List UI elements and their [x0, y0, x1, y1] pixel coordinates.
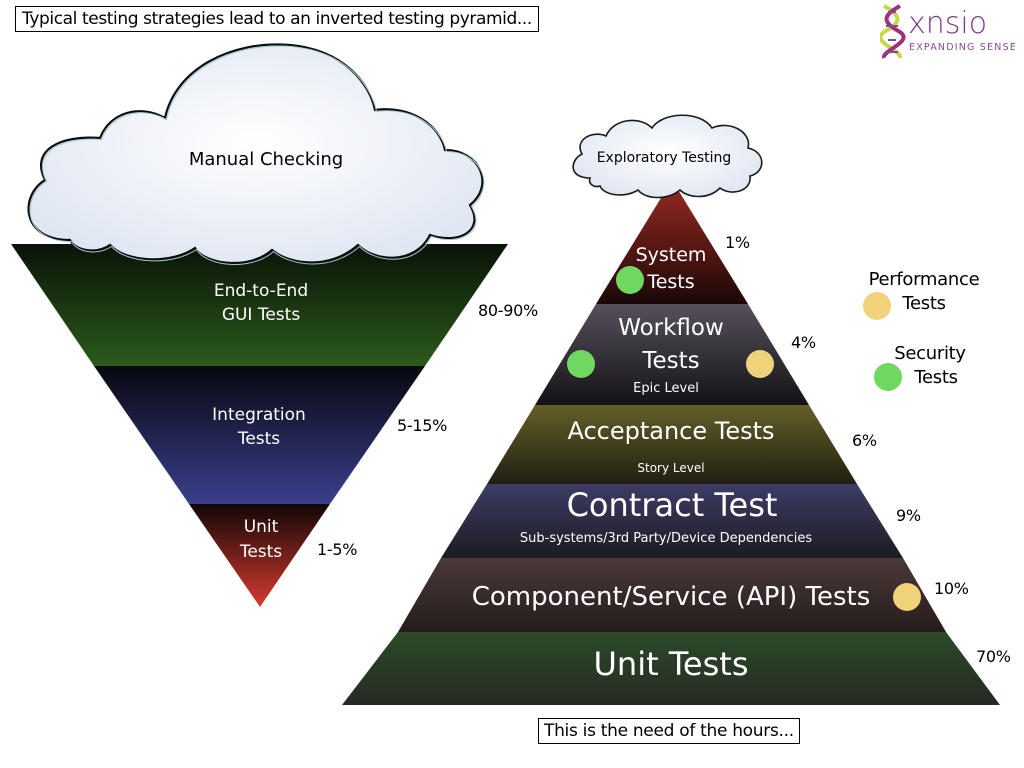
exploratory-testing-cloud — [572, 114, 763, 199]
legend-security-dot — [874, 363, 902, 391]
contract-percent: 9% — [896, 506, 921, 525]
inverted-unit-percent: 1-5% — [317, 540, 358, 559]
pyramid-layer-acceptance — [487, 405, 857, 484]
contract-test-label: Contract Test — [567, 486, 778, 524]
inverted-integration-label-1: Integration — [212, 405, 306, 425]
legend-performance-line1: Performance — [868, 269, 980, 290]
acceptance-percent: 6% — [852, 431, 877, 450]
inverted-layer-integration — [94, 366, 425, 504]
pyramid-layer-component — [398, 558, 946, 632]
inverted-layer-unit — [189, 504, 330, 607]
inverted-unit-label-1: Unit — [244, 517, 279, 537]
legend-security-line2: Tests — [914, 367, 958, 388]
security-marker-workflow — [567, 350, 595, 378]
pyramid-layer-unit — [342, 632, 1000, 705]
system-tests-label-1: System — [636, 244, 707, 266]
performance-marker-component — [893, 583, 921, 611]
inverted-e2e-label-2: GUI Tests — [222, 305, 301, 325]
legend-performance: Performance Tests — [862, 268, 986, 316]
component-tests-label: Component/Service (API) Tests — [472, 582, 871, 612]
legend-security: Security Tests — [882, 342, 978, 390]
unit-tests-label: Unit Tests — [594, 645, 749, 683]
unit-percent: 70% — [976, 647, 1011, 666]
system-percent: 1% — [725, 233, 750, 252]
inverted-e2e-percent: 80-90% — [478, 301, 538, 320]
pyramid-layer-contract — [441, 484, 903, 558]
contract-subtitle: Sub-systems/3rd Party/Device Dependencie… — [520, 531, 812, 546]
cloud-outline-glow — [29, 45, 485, 265]
footer-caption: This is the need of the hours... — [538, 718, 800, 744]
inverted-layer-e2e — [11, 244, 508, 366]
workflow-subtitle: Epic Level — [633, 381, 699, 396]
workflow-tests-label-2: Tests — [641, 348, 699, 374]
logo-tagline: EXPANDING SENSE — [909, 42, 1018, 53]
legend-security-line1: Security — [894, 343, 966, 364]
component-percent: 10% — [934, 579, 969, 598]
workflow-tests-label-1: Workflow — [618, 315, 724, 341]
inverted-integration-label-2: Tests — [237, 429, 280, 449]
inverted-unit-label-2: Tests — [239, 542, 282, 562]
xnsio-logo: xnsio EXPANDING SENSE — [880, 4, 1024, 60]
acceptance-tests-label: Acceptance Tests — [567, 417, 774, 445]
inverted-e2e-label-1: End-to-End — [214, 281, 308, 301]
system-tests-label-2: Tests — [646, 271, 694, 293]
logo-wordmark: xnsio — [908, 6, 988, 41]
slide-title: Typical testing strategies lead to an in… — [15, 6, 539, 32]
security-marker-system — [616, 266, 644, 294]
legend-performance-dot — [863, 292, 891, 320]
workflow-percent: 4% — [791, 333, 816, 352]
pyramid-layer-workflow — [535, 304, 809, 405]
exploratory-testing-label: Exploratory Testing — [597, 150, 732, 166]
manual-checking-cloud — [27, 43, 484, 264]
performance-marker-workflow — [746, 350, 774, 378]
legend-performance-line2: Tests — [902, 293, 946, 314]
manual-checking-label: Manual Checking — [189, 149, 343, 170]
acceptance-subtitle: Story Level — [637, 461, 704, 475]
dna-helix-icon — [880, 4, 906, 59]
inverted-integration-percent: 5-15% — [397, 416, 448, 435]
